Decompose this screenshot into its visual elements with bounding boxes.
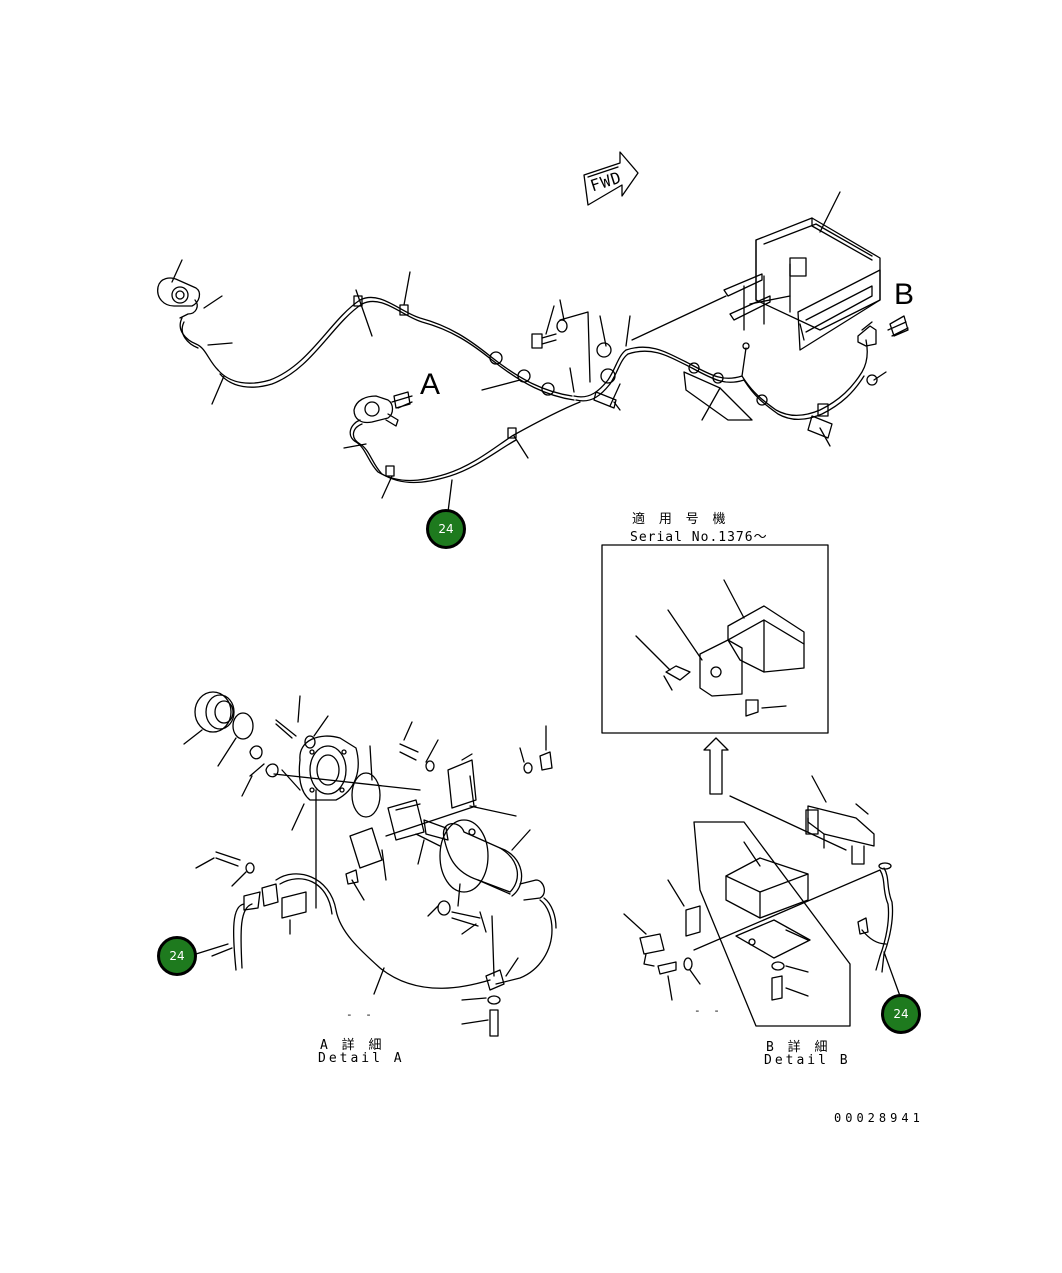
serial-title-jp: 適 用 号 機: [632, 512, 729, 527]
serial-inset: [601, 544, 829, 734]
drawing-number: 00028941: [834, 1111, 924, 1125]
view-a-label: A: [420, 368, 441, 401]
up-arrow-icon: [703, 737, 729, 795]
part-callout-24-detail-b[interactable]: 24: [881, 994, 921, 1034]
detail-a-title-jp: A 詳 細: [320, 1038, 385, 1053]
dash-marker-b: - -: [694, 1004, 723, 1017]
view-b-label: B: [894, 278, 915, 311]
part-callout-24-detail-a[interactable]: 24: [157, 936, 197, 976]
battery-frame: [631, 191, 881, 351]
part-callout-24-upper[interactable]: 24: [426, 509, 466, 549]
detail-b-title-jp: B 詳 細: [766, 1040, 831, 1055]
detail-b-drawing: [623, 775, 901, 1027]
serial-number-en: Serial No.1376～: [630, 530, 768, 545]
detail-a-title-en: Detail A: [318, 1051, 405, 1066]
callout-leader: [195, 943, 229, 955]
detail-b-title-en: Detail B: [764, 1053, 851, 1068]
detail-a-drawing: [183, 691, 557, 1037]
dash-marker-a: - -: [346, 1008, 375, 1021]
upper-harness: [157, 259, 909, 513]
fwd-arrow-icon: [583, 151, 639, 206]
